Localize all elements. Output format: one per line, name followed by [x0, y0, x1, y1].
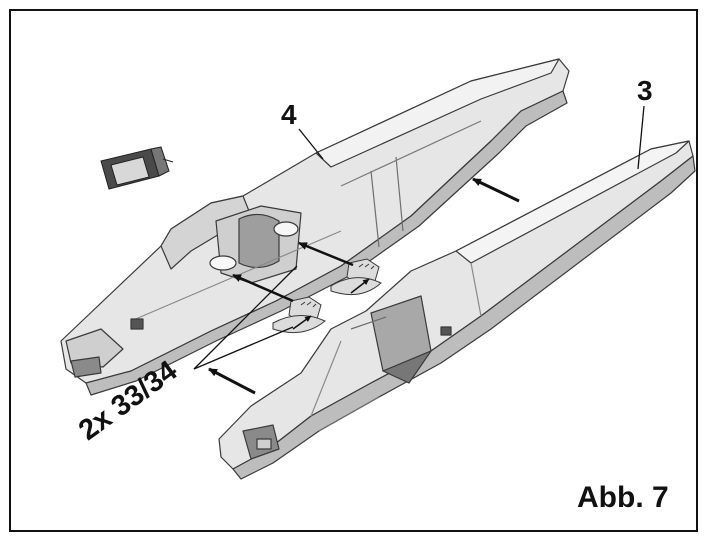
- part-label-4: 4: [281, 99, 297, 130]
- arrow-part-upper: [298, 241, 354, 267]
- figure-caption: Abb. 7: [577, 481, 669, 514]
- fuselage-half-left: [60, 58, 570, 396]
- fuselage-half-right: [218, 140, 696, 480]
- arrow-part-lower: [232, 273, 294, 303]
- figure-frame: 4 3 2x 33/34 Abb. 7: [9, 9, 698, 532]
- leader-lines: [193, 105, 645, 370]
- arrow-small-lower: [292, 315, 312, 330]
- assembly-arrows: [208, 177, 520, 395]
- glue-bottle-icon: [100, 146, 174, 190]
- part-label-3: 3: [637, 75, 653, 106]
- arrow-join-halves-top: [472, 177, 520, 203]
- assembly-drawing: [60, 58, 696, 480]
- arrow-join-halves-bottom: [208, 367, 256, 395]
- arrow-small-upper: [350, 278, 370, 294]
